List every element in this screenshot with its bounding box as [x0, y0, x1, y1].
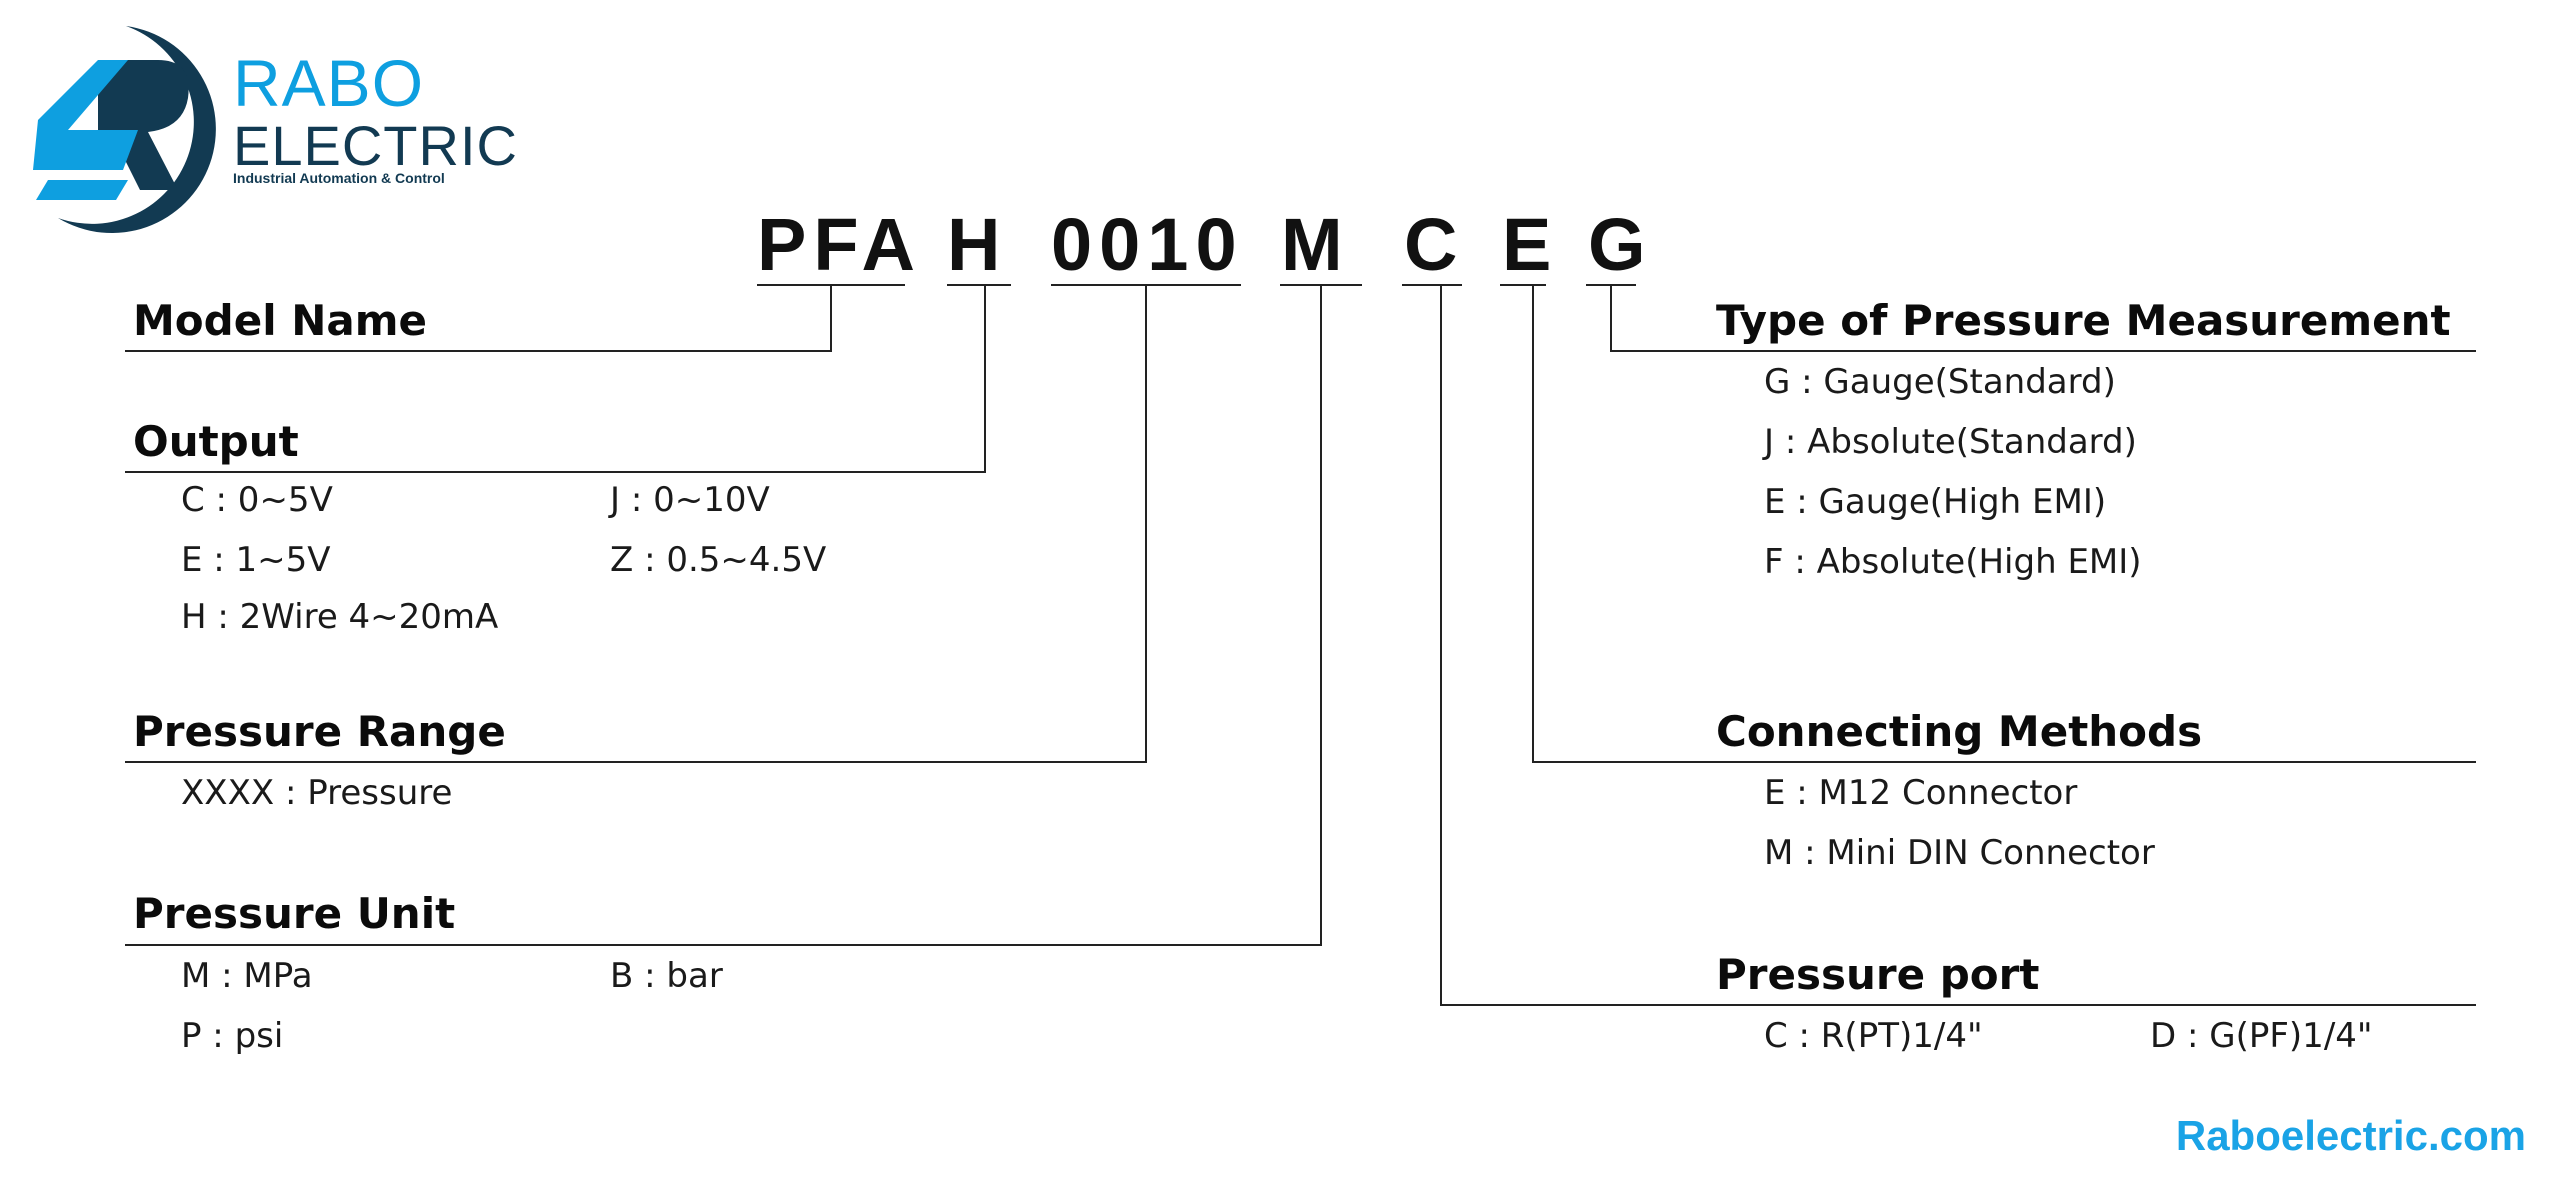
measurement-type-item: F : Absolute(High EMI)	[1764, 542, 2142, 582]
connecting-methods-item: E : M12 Connector	[1764, 773, 2078, 813]
output-item: E : 1~5V	[181, 540, 331, 580]
model-name-title: Model Name	[133, 296, 427, 345]
output-item: Z : 0.5~4.5V	[610, 540, 827, 580]
logo-tagline: Industrial Automation & Control	[233, 170, 445, 186]
website-link[interactable]: Raboelectric.com	[2175, 1112, 2526, 1159]
pressure-port-item: C : R(PT)1/4"	[1764, 1016, 1983, 1056]
output-item: H : 2Wire 4~20mA	[181, 597, 499, 637]
leader-output	[125, 285, 986, 473]
leader-connecting-methods	[1532, 285, 2476, 763]
code-pressure-unit: M	[1281, 203, 1350, 286]
pressure-port-title: Pressure port	[1716, 950, 2040, 999]
code-pressure-range: 0010	[1051, 203, 1244, 286]
connecting-methods-item: M : Mini DIN Connector	[1764, 833, 2155, 873]
pressure-range-title: Pressure Range	[133, 707, 506, 756]
pressure-port-item: D : G(PF)1/4"	[2150, 1016, 2373, 1056]
pressure-unit-item: B : bar	[610, 956, 723, 996]
leader-pressure-range	[125, 285, 1147, 763]
pressure-range-item: XXXX : Pressure	[181, 773, 453, 813]
measurement-type-item: J : Absolute(Standard)	[1764, 422, 2137, 462]
measurement-type-title: Type of Pressure Measurement	[1716, 296, 2451, 345]
code-measurement-type: G	[1588, 203, 1653, 286]
leader-pressure-port	[1440, 285, 2476, 1006]
measurement-type-item: E : Gauge(High EMI)	[1764, 482, 2107, 522]
rabo-logo-mark-icon	[33, 26, 216, 234]
pressure-unit-item: M : MPa	[181, 956, 313, 996]
pressure-unit-title: Pressure Unit	[133, 889, 456, 938]
logo-name: RABO	[233, 46, 425, 120]
connecting-methods-title: Connecting Methods	[1716, 707, 2203, 756]
code-pressure-port: C	[1404, 203, 1465, 286]
output-title: Output	[133, 417, 299, 466]
rabo-electric-logo: RABO ELECTRIC Industrial Automation & Co…	[28, 20, 517, 239]
output-item: C : 0~5V	[181, 480, 333, 520]
pressure-unit-item: P : psi	[181, 1016, 284, 1056]
leader-measurement-type	[1610, 285, 2476, 352]
leader-model-name	[125, 285, 832, 352]
logo-sub: ELECTRIC	[233, 114, 518, 177]
code-output: H	[947, 203, 1008, 286]
code-series: PFA	[757, 203, 922, 286]
leader-pressure-unit	[125, 285, 1322, 946]
code-connecting-method: E	[1502, 203, 1559, 286]
measurement-type-item: G : Gauge(Standard)	[1764, 362, 2116, 402]
output-item: J : 0~10V	[610, 480, 770, 520]
